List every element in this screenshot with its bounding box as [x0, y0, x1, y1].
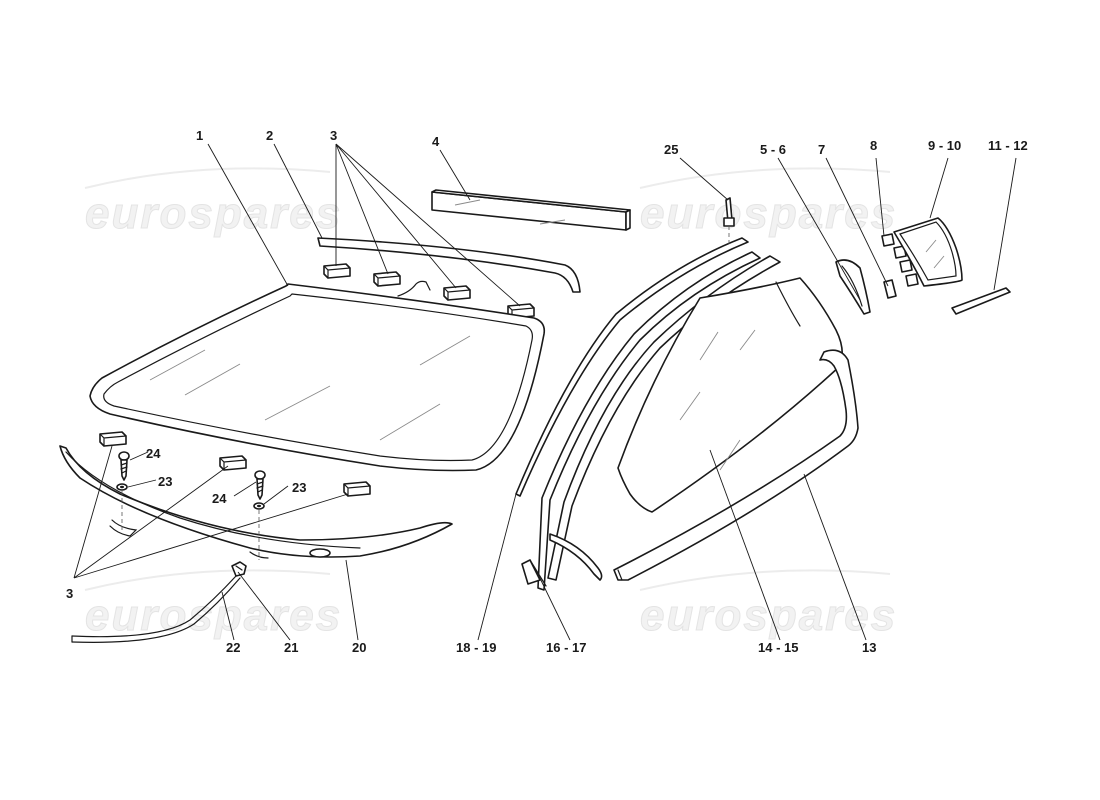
callout-1: 1: [196, 128, 203, 143]
callout-13: 13: [862, 640, 876, 655]
watermark-top-right: eurospares: [640, 167, 897, 239]
svg-text:eurospares: eurospares: [640, 189, 897, 238]
part-23-washer-right: [253, 502, 265, 510]
part-9-10-quarter-glass: [893, 217, 963, 287]
part-23-washer-left: [116, 483, 128, 491]
callout-14-15: 14 - 15: [758, 640, 798, 655]
callout-3-bottom: 3: [66, 586, 73, 601]
callout-24-right: 24: [212, 491, 227, 506]
part-16-17-lower-seal: [529, 559, 547, 587]
part-11-12-strip: [951, 287, 1011, 315]
callout-24-left: 24: [146, 446, 161, 461]
part-4-panel: [431, 189, 631, 231]
part-1-windshield: [89, 283, 546, 472]
watermark-top-left: eurospares: [85, 167, 342, 239]
part-24-screw-left: [118, 451, 130, 481]
part-20-lower-trim: [59, 445, 453, 559]
callout-23-right: 23: [292, 480, 306, 495]
part-3-blocks-bottom: [99, 431, 371, 497]
callout-7: 7: [818, 142, 825, 157]
callout-11-12: 11 - 12: [988, 138, 1028, 153]
callout-23-left: 23: [158, 474, 172, 489]
part-25-pin: [723, 197, 735, 244]
callout-3-top: 3: [330, 128, 337, 143]
callout-9-10: 9 - 10: [928, 138, 961, 153]
callout-16-17: 16 - 17: [546, 640, 586, 655]
callout-22: 22: [226, 640, 240, 655]
part-8-clips: [881, 233, 919, 287]
part-22-hose: [71, 575, 241, 643]
svg-text:eurospares: eurospares: [85, 189, 342, 238]
screw-axis-lines: [121, 491, 260, 560]
watermark-bottom-left: eurospares: [85, 569, 341, 641]
part-24-screw-right: [254, 470, 266, 500]
callout-20: 20: [352, 640, 366, 655]
watermark-bottom-right: eurospares: [640, 569, 897, 641]
callout-4: 4: [432, 134, 440, 149]
part-14-15-door-glass: [617, 277, 844, 513]
svg-text:eurospares: eurospares: [640, 591, 897, 640]
callout-5-6: 5 - 6: [760, 142, 786, 157]
callout-18-19: 18 - 19: [456, 640, 496, 655]
part-18-19-outer-seal: [515, 237, 749, 497]
callout-21: 21: [284, 640, 298, 655]
callout-8: 8: [870, 138, 877, 153]
part-13-frame-seal: [613, 349, 859, 581]
callout-25: 25: [664, 142, 678, 157]
part-3-blocks-top: [323, 263, 535, 319]
leader-lines: [73, 143, 1017, 641]
part-7-clip: [883, 279, 897, 299]
part-21-connector: [231, 561, 247, 577]
callout-2: 2: [266, 128, 273, 143]
callout-labels: 1 2 3 4 25 5 - 6 7 8 9 - 10 11 - 12 24 2…: [66, 128, 1028, 655]
part-2-strip: [317, 237, 581, 293]
